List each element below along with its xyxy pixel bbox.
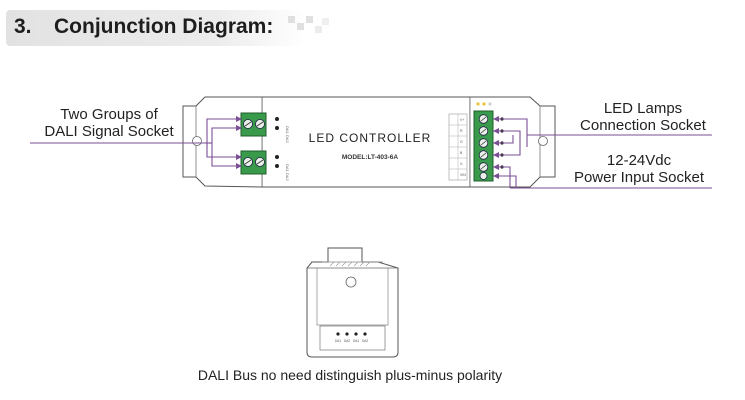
dali-connector-top: [240, 112, 267, 137]
terminal-label-b: B: [460, 151, 463, 155]
led-socket-label: LED Lamps Connection Socket: [566, 100, 720, 134]
section-header-bar: [6, 10, 306, 46]
output-terminal-block: [473, 110, 494, 182]
dali-connector-bottom: [240, 150, 267, 175]
right-label-strip: [448, 113, 468, 181]
terminal-label-vin: VIN: [460, 173, 466, 177]
led-socket-label-line2: Connection Socket: [580, 117, 706, 134]
device-model: MODEL:LT-403-6A: [342, 154, 399, 161]
terminal-label-g: G: [460, 140, 463, 144]
right-terminal-labels: V+ R G B V- VIN: [460, 118, 466, 177]
device-name: LED CONTROLLER: [309, 131, 432, 145]
terminal-label-vplus: V+: [460, 118, 464, 122]
dali-indicator-dots: [275, 117, 279, 168]
dali-wires: [30, 118, 242, 167]
section-title: Conjunction Diagram:: [54, 15, 274, 38]
end-pin-label-3: DA1: [353, 339, 359, 343]
dali-socket-label-line2: DALI Signal Socket: [44, 123, 174, 140]
power-socket-label-line2: Power Input Socket: [573, 169, 705, 186]
dali-socket-label: Two Groups of DALI Signal Socket: [24, 106, 194, 140]
terminal-label-vminus: V-: [460, 162, 464, 166]
dali-bottom-pin-labels: DA1 DA2: [285, 164, 290, 181]
led-output-wires: [493, 118, 712, 156]
terminal-label-r: R: [460, 129, 463, 133]
end-pin-label-1: DA1: [335, 339, 341, 343]
led-wire-arrows: [493, 116, 499, 158]
status-dots: [476, 102, 492, 106]
dali-top-pin-labels: DA1 DA2: [285, 126, 290, 143]
dali-socket-label-line1: Two Groups of: [60, 106, 158, 123]
power-socket-label-line1: 12-24Vdc: [606, 152, 672, 169]
section-number: 3.: [14, 15, 32, 38]
device-end-view: DA1 DA2 DA1 DA2: [306, 247, 399, 358]
power-socket-label: 12-24Vdc Power Input Socket: [560, 152, 718, 186]
end-pin-label-2: DA2: [344, 339, 350, 343]
led-socket-label-line1: LED Lamps: [603, 100, 683, 117]
end-pin-label-4: DA2: [362, 339, 368, 343]
dali-wire-arrows: [236, 116, 242, 169]
polarity-caption: DALI Bus no need distinguish plus-minus …: [197, 367, 503, 383]
header-decoration: [288, 14, 338, 42]
right-mounting-hole: [538, 136, 548, 146]
power-wire-arrows: [493, 164, 499, 179]
